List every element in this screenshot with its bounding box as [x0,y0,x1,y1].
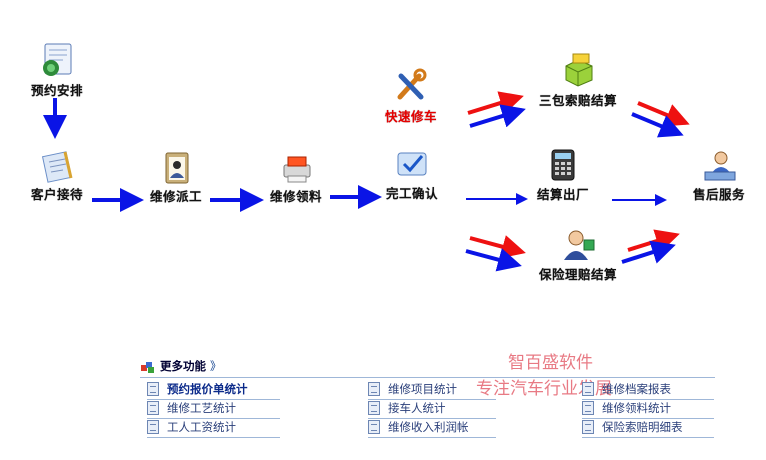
pos-terminal-icon [551,149,575,181]
reception-notepad-icon [41,151,73,183]
link-insurance-claim-detail[interactable]: 保险索赔明细表 [582,419,714,438]
node-label: 三包索赔结算 [538,93,617,108]
document-icon [582,381,594,396]
arrow-blue-to-insurance [465,248,522,272]
arrow-blue-to-warranty [469,104,526,128]
more-functions-title: 更多功能 [160,359,206,373]
link-label: 维修领料统计 [602,401,671,415]
link-repair-archive-report[interactable]: 维修档案报表 [582,381,714,400]
node-label: 快速修车 [384,109,437,124]
document-icon [368,381,380,396]
document-icon [368,400,380,415]
link-receiver-stats[interactable]: 接车人统计 [368,400,496,419]
calendar-book-icon [43,43,72,76]
node-warranty[interactable]: 三包索赔结算 [530,50,626,109]
parts-printer-icon [283,156,311,183]
link-repair-item-stats[interactable]: 维修项目统计 [368,381,496,400]
document-icon [582,419,594,434]
node-label: 预约安排 [30,83,83,98]
link-appointment-quote-stats[interactable]: 预约报价单统计 [147,381,280,400]
node-label: 维修领料 [269,189,322,204]
link-repair-process-stats[interactable]: 维修工艺统计 [147,400,280,419]
node-completion[interactable]: 完工确认 [376,147,448,202]
arrow-blue-insurance-aftersales [621,240,676,264]
service-desk-icon [704,151,736,181]
link-label: 维修工艺统计 [167,401,236,415]
more-functions-arrows[interactable]: 》 [210,359,222,373]
node-dispatch[interactable]: 维修派工 [141,150,211,205]
document-icon [147,381,159,396]
node-checkout[interactable]: 结算出厂 [530,146,596,203]
wrench-tools-icon [397,68,427,100]
link-label: 工人工资统计 [167,420,236,434]
node-label: 保险理赔结算 [538,267,617,282]
document-icon [147,419,159,434]
arrow-blue-warranty-aftersales [631,112,684,138]
link-label: 保险索赔明细表 [602,420,683,434]
document-icon [582,400,594,415]
link-label: 维修项目统计 [388,382,457,396]
node-quick-repair[interactable]: 快速修车 [376,66,446,125]
arrow-red-to-insurance [469,235,526,259]
clipboard-worker-icon [165,152,189,184]
link-repair-income-profit[interactable]: 维修收入利润帐 [368,419,496,438]
node-aftersales[interactable]: 售后服务 [684,146,754,203]
package-icon [565,53,593,87]
node-parts[interactable]: 维修领料 [260,150,332,205]
node-label: 结算出厂 [536,187,589,202]
watermark-line1: 智百盛软件 [508,353,593,373]
link-label: 维修收入利润帐 [388,420,469,434]
link-label: 预约报价单统计 [167,382,248,396]
node-reception[interactable]: 客户接待 [22,148,92,203]
document-icon [147,400,159,415]
check-confirm-icon [397,152,427,176]
insurance-agent-icon [564,230,595,260]
link-worker-wage-stats[interactable]: 工人工资统计 [147,419,280,438]
node-label: 完工确认 [385,186,438,201]
node-label: 客户接待 [30,187,83,202]
arrow-red-to-warranty [467,91,524,115]
node-label: 售后服务 [692,187,745,202]
link-label: 接车人统计 [388,401,446,415]
more-separator [140,377,715,378]
watermark-line2: 专注汽车行业发展 [476,379,612,399]
node-label: 维修派工 [149,189,202,204]
node-appointment[interactable]: 预约安排 [22,40,92,99]
blocks-icon [141,361,154,373]
link-label: 维修档案报表 [602,382,671,396]
link-parts-stats[interactable]: 维修领料统计 [582,400,714,419]
more-functions-header: 更多功能》 [140,358,222,374]
node-insurance[interactable]: 保险理赔结算 [530,226,626,283]
document-icon [368,419,380,434]
